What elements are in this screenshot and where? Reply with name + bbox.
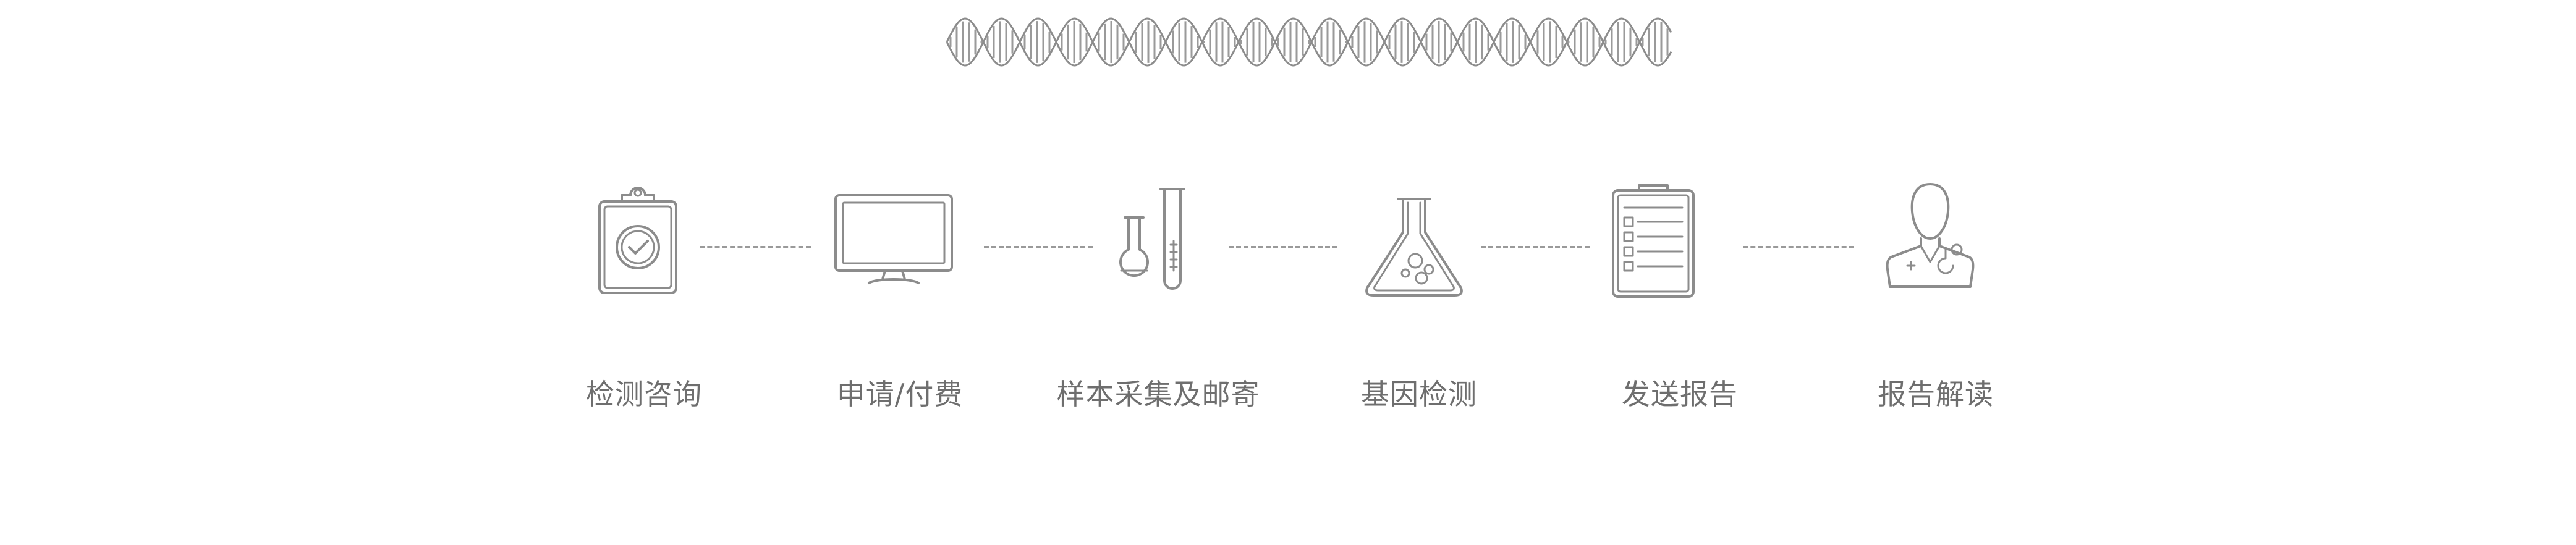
clipboard-check-icon (598, 187, 677, 294)
test-tubes-icon (1119, 188, 1185, 290)
report-list-icon (1612, 184, 1695, 298)
step-label-sample-collection: 样本采集及邮寄 (1056, 378, 1260, 411)
step-label-send-report: 发送报告 (1622, 378, 1738, 411)
doctor-icon (1886, 183, 1975, 288)
dna-helix-icon (946, 17, 1672, 67)
connector-5-6 (1743, 246, 1854, 248)
step-label-report-interpretation: 报告解读 (1878, 378, 1994, 411)
step-label-application-payment: 申请/付费 (836, 378, 964, 411)
step-label-gene-testing: 基因检测 (1361, 378, 1477, 411)
monitor-icon (834, 194, 953, 284)
connector-4-5 (1481, 246, 1590, 248)
step-label-consultation: 检测咨询 (586, 378, 702, 411)
flask-icon (1365, 198, 1463, 297)
connector-2-3 (984, 246, 1093, 248)
connector-3-4 (1229, 246, 1337, 248)
connector-1-2 (700, 246, 811, 248)
